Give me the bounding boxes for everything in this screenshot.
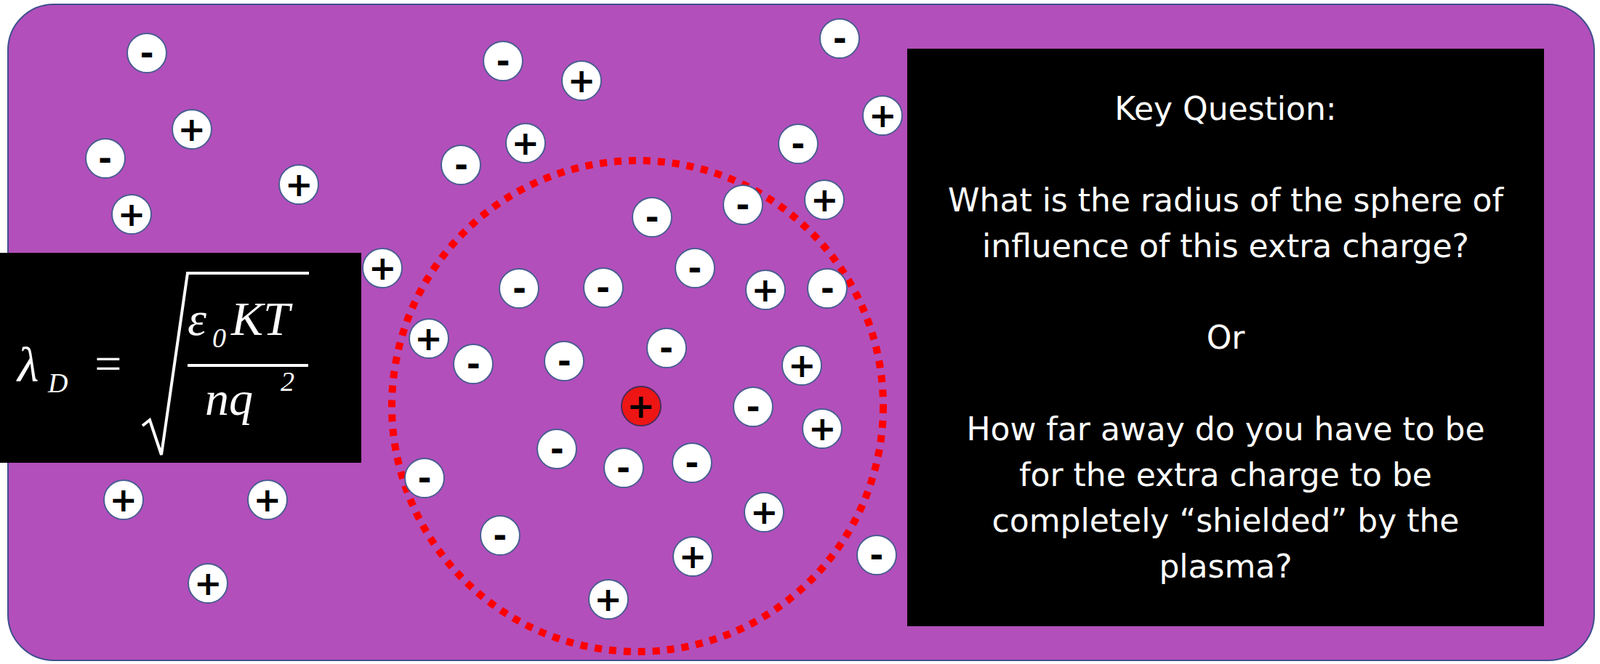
- charge-sign: -: [684, 446, 699, 480]
- charge-particle: +: [111, 194, 152, 235]
- charge-sign: -: [454, 148, 469, 182]
- charge-sign: +: [808, 412, 837, 446]
- charge-particle: -: [777, 123, 819, 165]
- charge-particle: -: [404, 457, 445, 499]
- question-text: Or: [945, 314, 1507, 361]
- charge-particle: +: [561, 60, 602, 102]
- formula-symbol: KT: [231, 295, 291, 344]
- charge-particle: -: [126, 32, 168, 74]
- charge-sign: +: [109, 483, 139, 517]
- charge-particle: -: [583, 267, 624, 309]
- formula-symbol: nq: [204, 375, 253, 424]
- charge-particle: +: [588, 579, 629, 621]
- formula-symbol: =: [91, 340, 125, 389]
- charge-sign: +: [678, 540, 708, 574]
- charge-sign: -: [495, 44, 510, 78]
- formula-symbol: 0: [212, 324, 227, 352]
- charge-sign: +: [117, 197, 147, 232]
- charge-particle: +: [103, 479, 144, 521]
- charge-sign: +: [511, 126, 541, 160]
- charge-sign: -: [98, 141, 112, 176]
- charge-sign: +: [414, 322, 443, 356]
- charge-sign: -: [417, 461, 432, 496]
- charge-sign: +: [868, 98, 898, 133]
- fraction-bar: [187, 364, 309, 368]
- charge-particle: +: [743, 492, 785, 533]
- formula-symbol: ε: [187, 295, 207, 344]
- charge-particle: +: [408, 318, 450, 360]
- charge-particle: -: [479, 515, 521, 557]
- radical-stroke: [142, 273, 309, 456]
- question-text: What is the radius of the sphere of infl…: [945, 177, 1507, 269]
- charge-sign: +: [810, 183, 839, 217]
- charge-particle: +: [862, 95, 903, 136]
- charge-sign: -: [492, 519, 507, 553]
- charge-particle: +: [801, 408, 843, 450]
- charge-sign: +: [194, 567, 223, 601]
- charge-particle: +: [781, 345, 823, 387]
- formula-symbol: D: [47, 369, 68, 397]
- charge-particle: -: [646, 327, 687, 369]
- radical-sign: [0, 252, 362, 464]
- formula-symbol: 2: [280, 367, 295, 396]
- charge-sign: -: [557, 344, 572, 379]
- question-box: Key Question: What is the radius of the s…: [907, 48, 1545, 627]
- charge-sign: +: [284, 167, 314, 202]
- charge-sign: +: [750, 273, 780, 307]
- charge-sign: +: [750, 495, 779, 530]
- charge-sign: -: [790, 127, 805, 161]
- charge-particle: -: [536, 428, 578, 470]
- formula-box: λD = ε0KT nq 2: [0, 252, 362, 464]
- charge-particle: +: [278, 164, 320, 205]
- charge-particle: -: [674, 247, 716, 289]
- charge-sign: +: [567, 63, 597, 98]
- charge-sign: +: [368, 251, 397, 285]
- charge-sign: -: [140, 36, 155, 70]
- charge-sign: -: [745, 390, 760, 424]
- charge-sign: -: [869, 538, 884, 573]
- charge-particle: -: [482, 40, 524, 82]
- charge-particle: -: [856, 535, 898, 576]
- charge-sign: -: [596, 271, 610, 305]
- plasma-region: [7, 4, 1595, 661]
- charge-particle: -: [603, 447, 645, 489]
- charge-particle: -: [543, 340, 585, 382]
- question-text: Key Question:: [945, 85, 1507, 132]
- charge-sign: -: [820, 271, 835, 306]
- charge-particle: -: [85, 138, 126, 179]
- test-charge: +: [620, 386, 662, 427]
- charge-sign: -: [644, 200, 659, 235]
- charge-sign: -: [512, 271, 527, 306]
- charge-particle: +: [171, 109, 213, 150]
- charge-sign: +: [252, 483, 282, 517]
- question-text: How far away do you have to be for the e…: [945, 406, 1507, 590]
- charge-particle: -: [671, 442, 713, 484]
- charge-particle: +: [745, 269, 786, 311]
- charge-particle: +: [803, 179, 845, 221]
- charge-sign: -: [833, 21, 847, 56]
- debye-sphere: [391, 160, 884, 653]
- charge-sign: -: [735, 188, 750, 222]
- charge-sign: -: [687, 251, 702, 285]
- charge-sign: +: [788, 348, 817, 383]
- charge-particle: +: [505, 122, 546, 164]
- charge-particle: +: [247, 479, 288, 521]
- charge-sign: -: [466, 347, 481, 381]
- charge-sign: -: [550, 432, 565, 466]
- charge-sign: +: [626, 389, 655, 424]
- charge-sign: -: [616, 451, 631, 485]
- charge-sign: -: [659, 331, 674, 365]
- charge-particle: +: [187, 563, 229, 605]
- charge-particle: -: [722, 184, 764, 226]
- charge-particle: -: [732, 386, 774, 428]
- charge-particle: -: [631, 197, 673, 238]
- charge-sign: +: [178, 112, 207, 147]
- formula-symbol: λ: [17, 340, 39, 390]
- charge-sign: +: [593, 583, 623, 617]
